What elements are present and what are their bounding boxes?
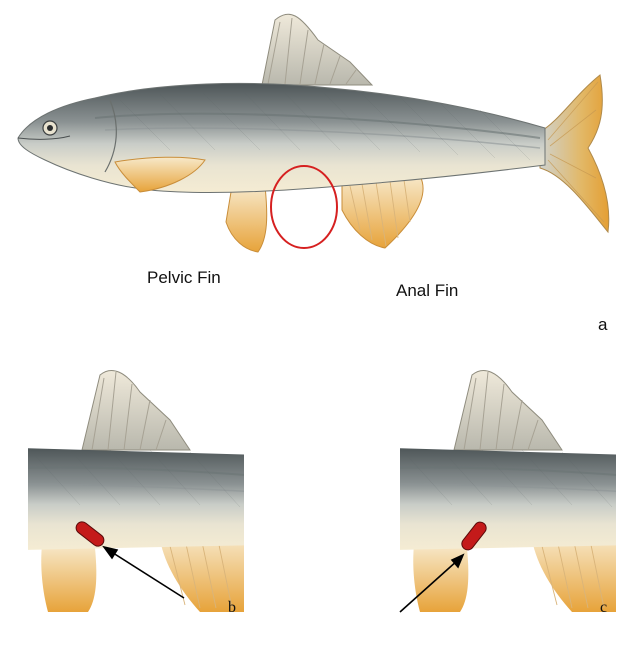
panel-b-label: b [228, 599, 236, 616]
pelvic-fin [226, 186, 267, 252]
anal-fin [342, 176, 423, 248]
fish-closeup-c [392, 370, 632, 612]
fish-full-illustration [18, 14, 609, 252]
panel-a-label: a [598, 315, 608, 334]
caudal-fin [540, 75, 609, 232]
pelvic-fin-label: Pelvic Fin [147, 268, 221, 287]
panel-c-label: c [600, 599, 607, 616]
fish-closeup-b [20, 370, 260, 612]
anal-fin-label: Anal Fin [396, 281, 458, 300]
